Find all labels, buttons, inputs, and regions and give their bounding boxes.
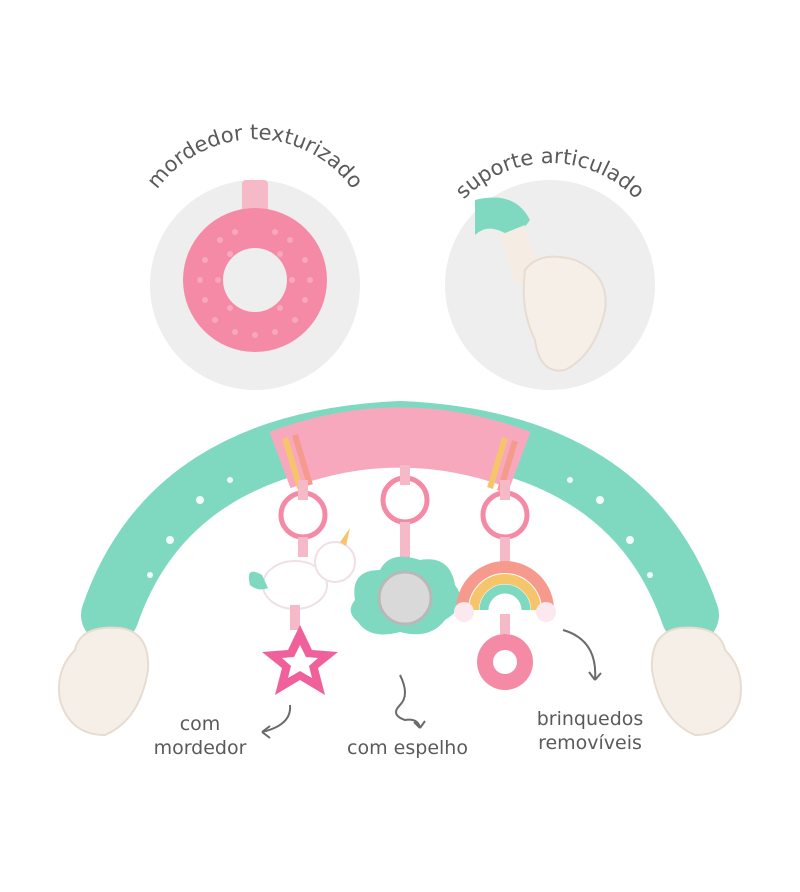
arrow-removable: [562, 629, 597, 681]
arrow-teether: [261, 704, 292, 733]
articulated-support-illustration: [475, 197, 607, 372]
callout-arrows: [261, 629, 602, 739]
unicorn-toy: [248, 528, 356, 630]
toy-arch-illustration: [58, 400, 742, 737]
teether-illustration: [183, 180, 327, 352]
cloud-mirror-toy: [350, 522, 461, 635]
label-mordedor-texturizado: mordedor texturizado: [142, 120, 368, 193]
curved-labels: mordedor texturizado suporte articulado: [142, 120, 650, 203]
arch-fabric-pink: [269, 407, 531, 489]
right-clip: [650, 626, 742, 737]
label-removable-line2: removíveis: [538, 732, 642, 754]
label-brinquedos-removiveis: brinquedos removíveis: [520, 707, 660, 755]
label-com-mordedor-line2: mordedor: [153, 737, 247, 759]
mirror: [377, 570, 433, 626]
detail-circle-teether: [150, 180, 360, 390]
left-clip: [58, 626, 150, 737]
support-clip: [522, 255, 607, 372]
label-com-espelho: com espelho: [330, 736, 485, 760]
detail-circle-support: [445, 180, 655, 390]
label-com-espelho-text: com espelho: [347, 737, 468, 759]
label-com-mordedor: com mordedor: [150, 712, 250, 760]
arrow-mirror: [395, 674, 421, 729]
label-suporte-articulado: suporte articulado: [451, 144, 650, 203]
label-removable-line1: brinquedos: [536, 708, 644, 730]
label-com-mordedor-line1: com: [179, 713, 221, 735]
rainbow-toy: [454, 537, 556, 690]
